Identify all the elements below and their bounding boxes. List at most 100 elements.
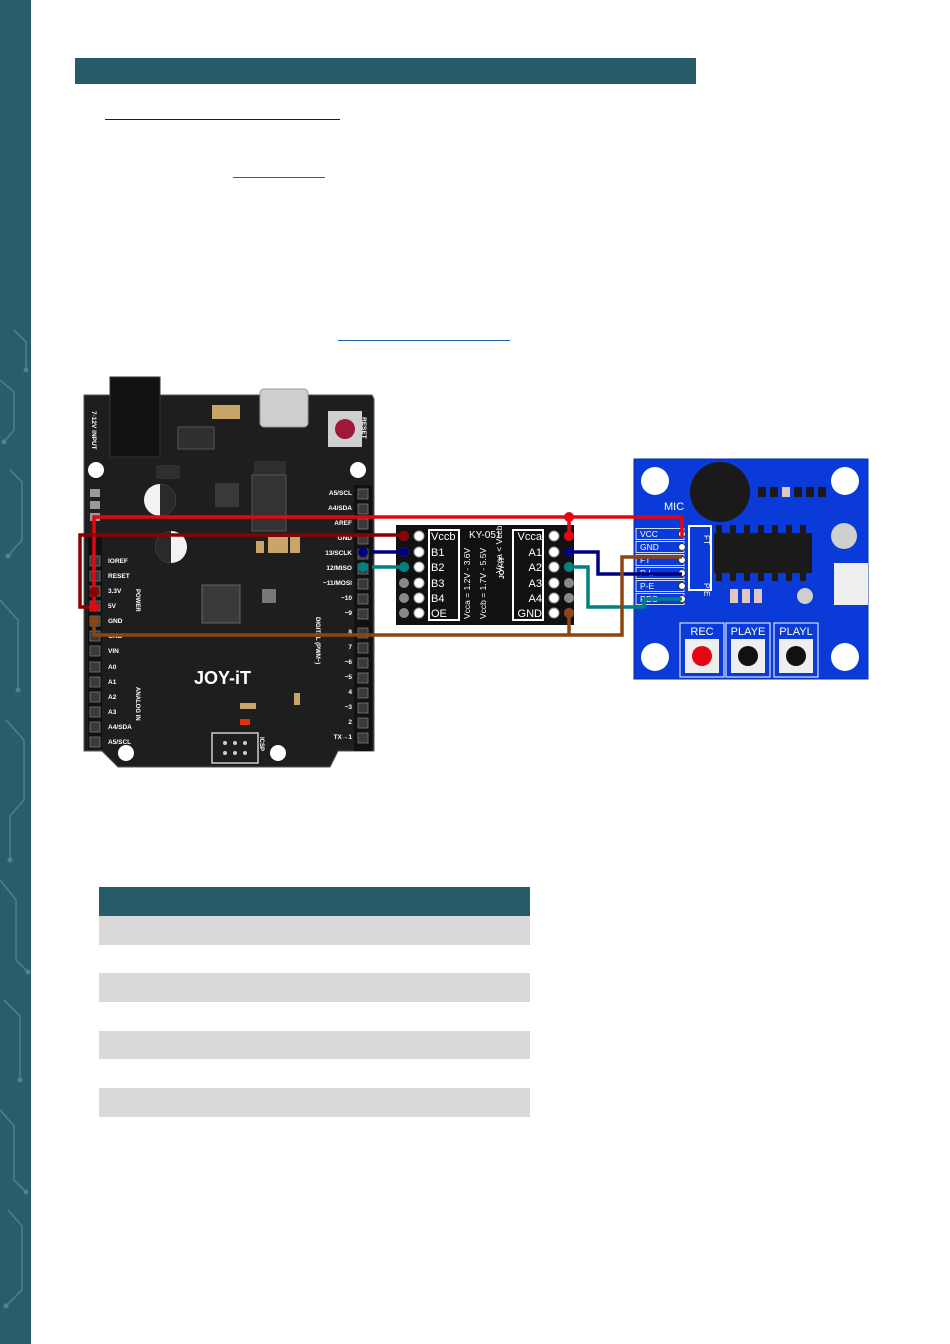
mic-label: MIC [664, 501, 684, 513]
level-shifter-a-pin-label: A3 [529, 578, 542, 590]
arduino-right-pin-label: 12/MISO [326, 565, 352, 572]
voice-module-button-label: PLAYL [779, 626, 812, 638]
power-section-label: POWER [134, 589, 140, 612]
arduino-left-pin-label: A2 [108, 694, 117, 701]
pe-side-label: P-E [702, 583, 711, 596]
table-row [99, 1030, 530, 1060]
arduino-right-pin-label: ~11/MOSI [323, 580, 352, 587]
heading-underline [105, 119, 340, 120]
analog-section-label: ANALOG IN [134, 687, 140, 721]
header-hole [548, 530, 560, 542]
arduino-left-pin-label: GND [108, 618, 123, 625]
arduino-left-pin-label: A1 [108, 679, 117, 686]
pin-hole [678, 543, 686, 551]
hyperlink-underline[interactable] [233, 177, 325, 178]
reset-button [335, 419, 355, 439]
arduino-right-pin-label: 4 [348, 689, 352, 696]
header-hole [413, 546, 425, 558]
arduino-right-pin-label: ~5 [345, 674, 353, 681]
header-hole [548, 561, 560, 573]
level-shifter-a-pin-label: GND [518, 608, 543, 620]
header-pin [399, 608, 409, 618]
voice-module-pin: P-E [635, 580, 686, 592]
wire-vcc [92, 515, 684, 607]
arduino-left-pin-label: IOREF [108, 558, 128, 565]
button-frame [679, 622, 725, 678]
level-shifter-b-pin-label: B1 [431, 547, 444, 559]
level-shifter-a-pin-label: A1 [529, 547, 542, 559]
arduino-right-pin-label: GND [338, 535, 353, 542]
table-row [99, 916, 530, 945]
arduino-left-pin-label: VIN [108, 648, 119, 655]
level-shifter-spec: Vcca = 1.2V - 3.6V [462, 548, 472, 619]
header-hole [548, 592, 560, 604]
arduino-right-pin-label: ~3 [345, 704, 353, 711]
arduino-left-pin-label: 3.3V [108, 588, 122, 595]
voice-module-button: PLAYE [725, 622, 771, 678]
level-shifter-brand: JOY-iT [499, 556, 506, 579]
level-shifter-b-pin-label: B3 [431, 578, 444, 590]
icsp-label: ICSP [258, 737, 264, 751]
level-shifter-a-pin-label: A4 [529, 593, 542, 605]
table-row [99, 945, 530, 974]
arduino-right-pin-label: 7 [348, 644, 352, 651]
level-shifter-b-pin-label: Vccb [431, 531, 455, 543]
level-shifter-spec: Vcca < Vccb [494, 525, 504, 573]
voice-module-pin-label: FT [640, 555, 650, 565]
header-pin [399, 593, 409, 603]
header-hole [548, 577, 560, 589]
hyperlink-underline[interactable] [338, 340, 510, 341]
header-hole [413, 607, 425, 619]
wiring-diagram: 7-12V INPUT RESET POWER ANALOG IN DIGITA… [78, 376, 869, 768]
button-cap [738, 646, 758, 666]
voice-module-pin-label: GND [640, 542, 659, 552]
wire-miso [372, 565, 682, 609]
table-row [99, 1088, 530, 1117]
arduino-right-pin-label: A4/SDA [328, 505, 352, 512]
board-brand-logo: JOY-iT [194, 668, 251, 688]
voice-module-button: PLAYL [773, 622, 819, 678]
arduino-right-pin-label: 2 [348, 719, 352, 726]
arduino-right-pin-label: ~10 [341, 595, 352, 602]
button-cap [786, 646, 806, 666]
header-hole [548, 607, 560, 619]
digital-section-label: DIGITAL (PWM~) [314, 617, 320, 664]
wire-sclk [372, 550, 682, 576]
decorative-sidebar [0, 0, 31, 1344]
level-shifter-b-pin-label: OE [431, 608, 447, 620]
voice-module-pin-label: P-E [640, 581, 655, 591]
wire-endpoints [89, 512, 574, 626]
arduino-right-pin-label: 8 [348, 629, 352, 636]
level-shifter-title: KY-051 [469, 530, 502, 541]
circuit-pattern-graphic [0, 329, 31, 1309]
voice-module-button-label: PLAYE [731, 626, 766, 638]
voice-recorder-module: MIC FT P- [633, 458, 869, 680]
power-input-label: 7-12V INPUT [90, 411, 97, 450]
header-hole [413, 577, 425, 589]
table-header-row [99, 887, 530, 916]
header-hole [413, 561, 425, 573]
arduino-right-pin-label: AREF [334, 520, 352, 527]
arduino-right-pin-label: A5/SCL [329, 490, 352, 497]
arduino-right-pin-label: ~6 [345, 659, 353, 666]
level-shifter-b-pin-label: B4 [431, 593, 444, 605]
arduino-left-pin-label: A3 [108, 709, 117, 716]
level-shifter-a-pin-label: Vcca [518, 531, 543, 543]
section-header-bar [75, 58, 696, 84]
arduino-left-pin-label: A5/SCL [108, 739, 131, 746]
table-row [99, 973, 530, 1003]
header-pin [399, 578, 409, 588]
voice-module-button-label: REC [690, 626, 713, 638]
arduino-left-pin-label: A0 [108, 664, 117, 671]
reset-label: RESET [360, 417, 367, 439]
button-cap [692, 646, 712, 666]
arduino-right-pin-label: TX→1 [334, 734, 353, 741]
arduino-left-pin-label: RESET [108, 573, 130, 580]
pin-hole [678, 582, 686, 590]
level-shifter-a-pin-label: A2 [529, 562, 542, 574]
level-shifter-b-pin-label: B2 [431, 562, 444, 574]
header-hole [413, 530, 425, 542]
voice-module-pin-label: VCC [640, 529, 658, 539]
arduino-right-pin-label: ~9 [345, 610, 353, 617]
